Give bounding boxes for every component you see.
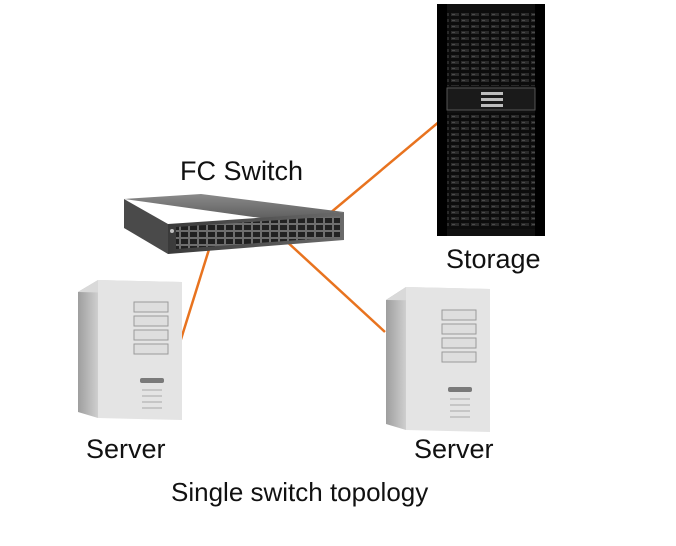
- server-left-label: Server: [86, 434, 166, 464]
- tower-server-icon: [78, 280, 182, 420]
- storage-rack-icon: [437, 4, 545, 236]
- switch-label: FC Switch: [180, 156, 304, 186]
- link-switch-server-left: [175, 242, 213, 353]
- diagram-caption: Single switch topology: [171, 477, 429, 507]
- tower-server-icon: [386, 287, 490, 432]
- link-switch-server-right: [283, 238, 386, 333]
- server-right-label: Server: [414, 434, 494, 464]
- fc-switch-icon: [124, 194, 344, 254]
- links-layer: [175, 120, 441, 353]
- link-switch-storage: [322, 120, 441, 220]
- storage-label: Storage: [446, 244, 541, 274]
